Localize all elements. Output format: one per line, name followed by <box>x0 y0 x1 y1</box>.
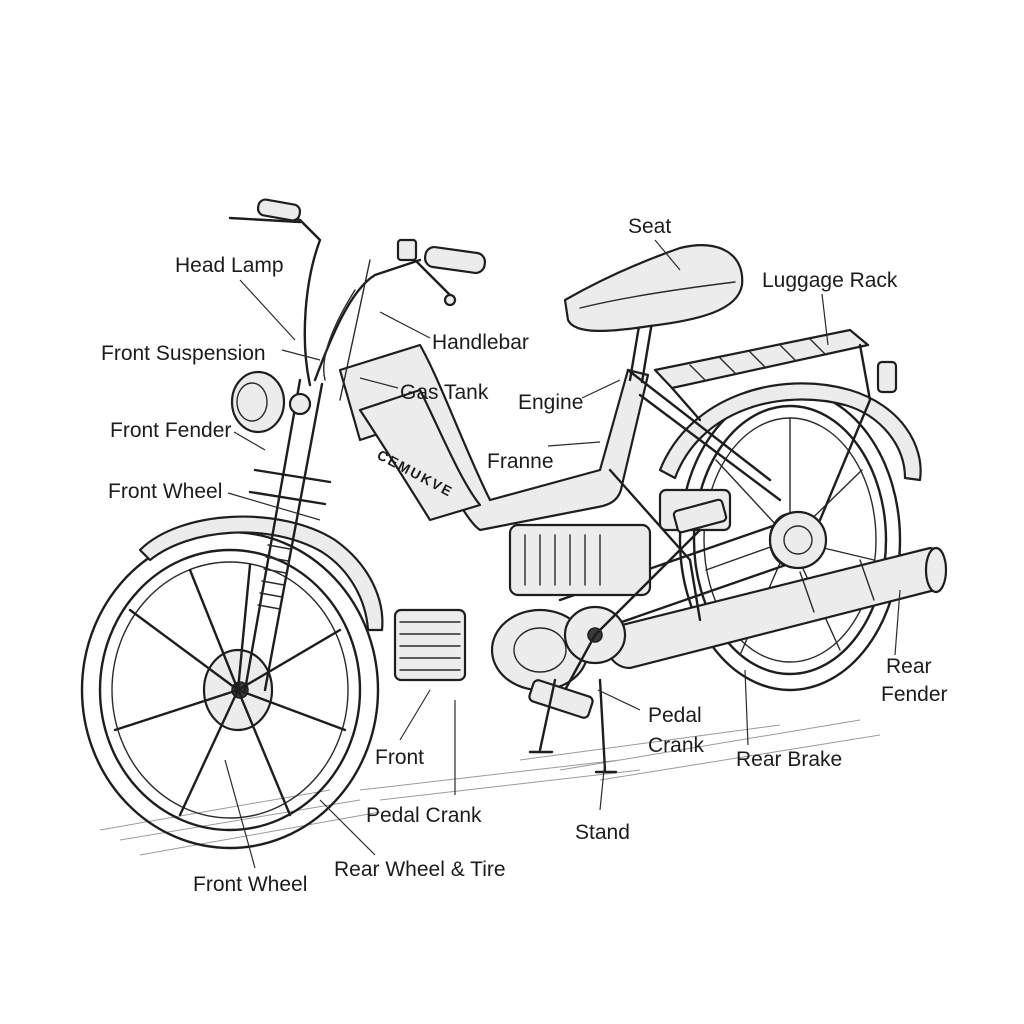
label-pedal-crank-right-line1: Pedal <box>648 704 702 727</box>
leader-lines <box>224 239 901 869</box>
handlebar <box>228 198 487 401</box>
front-fender <box>138 515 384 632</box>
label-luggage-rack: Luggage Rack <box>762 269 898 292</box>
luggage-rack <box>653 328 898 522</box>
label-gas-tank: Gas Tank <box>400 381 489 404</box>
label-front-suspension: Front Suspension <box>101 342 266 365</box>
label-front-wheel-lower: Front Wheel <box>193 873 307 896</box>
pedal-crank <box>528 498 728 719</box>
label-front-fender: Front Fender <box>110 419 231 442</box>
label-rear-wheel-tire: Rear Wheel & Tire <box>334 858 506 881</box>
label-pedal-crank-right-line2: Crank <box>648 734 705 757</box>
label-handlebar: Handlebar <box>432 331 529 354</box>
label-head-lamp: Head Lamp <box>175 254 284 277</box>
front-suspension <box>243 378 332 692</box>
label-engine: Engine <box>518 391 583 414</box>
label-rear-brake: Rear Brake <box>736 748 842 771</box>
part-labels: Seat Luggage Rack Head Lamp Handlebar Fr… <box>101 215 948 896</box>
label-front-wheel-upper: Front Wheel <box>108 480 222 503</box>
rear-fender <box>658 382 922 482</box>
engine <box>393 523 652 692</box>
seat <box>563 244 744 384</box>
label-rear-fender-line1: Rear <box>886 655 932 678</box>
label-pedal-crank: Pedal Crank <box>366 804 482 827</box>
front-wheel <box>80 530 380 850</box>
kickstand <box>528 678 618 774</box>
head-lamp <box>230 370 312 434</box>
label-stand: Stand <box>575 821 630 844</box>
label-rear-fender-line2: Fender <box>881 683 948 706</box>
label-seat: Seat <box>628 215 671 238</box>
ground-shading <box>99 719 881 856</box>
label-front: Front <box>375 746 424 769</box>
label-frame: Franne <box>487 450 554 473</box>
